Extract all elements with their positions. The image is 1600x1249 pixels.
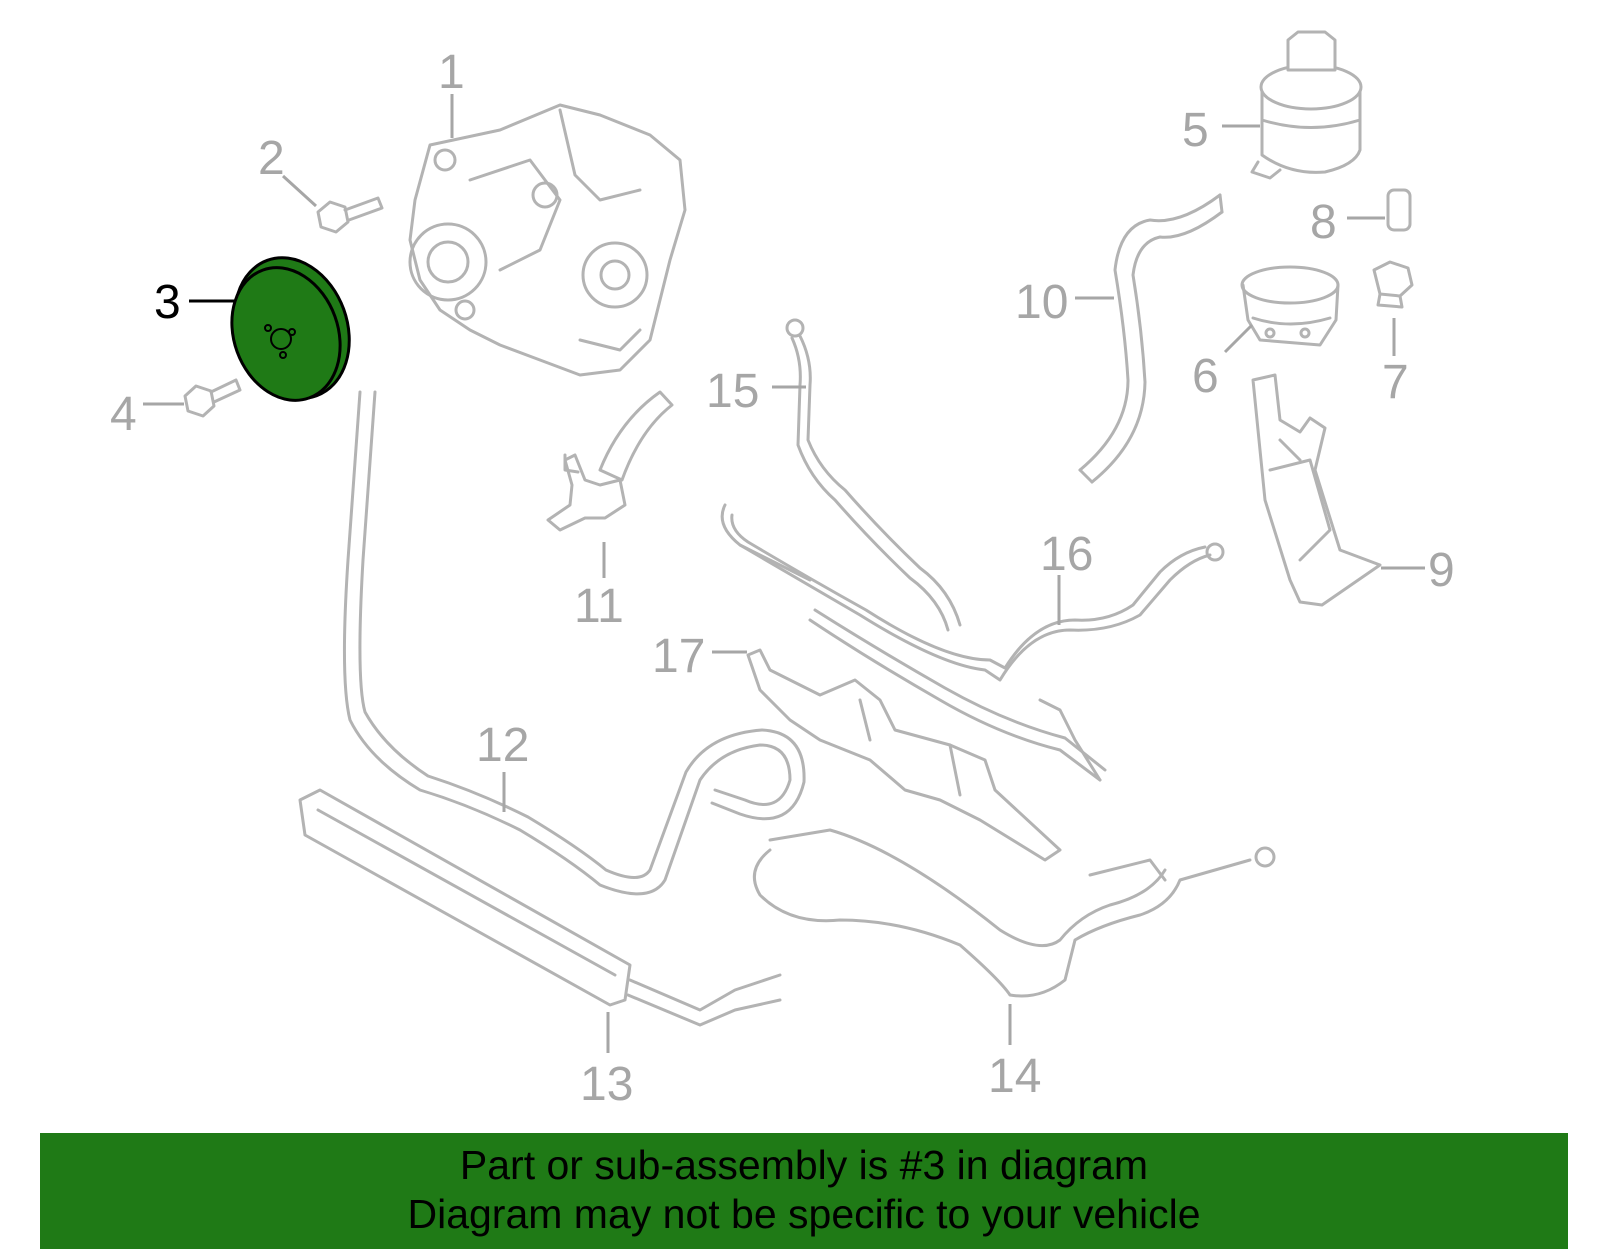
callout-12: 12: [476, 719, 529, 772]
callout-1: 1: [438, 46, 465, 99]
callout-10: 10: [1015, 276, 1068, 329]
pressure-line-16: [720, 503, 1225, 682]
cooler-line-14: [752, 828, 1276, 998]
banner-line-2: Diagram may not be specific to your vehi…: [407, 1191, 1201, 1237]
bolt-4: [183, 378, 242, 418]
return-line: [808, 608, 1107, 782]
pulley-highlighted: [230, 256, 351, 402]
hose-15: [785, 318, 962, 632]
leader-6: [1223, 323, 1254, 354]
callout-5: 5: [1182, 104, 1209, 157]
callout-15: 15: [706, 365, 759, 418]
nut-7: [1372, 260, 1414, 309]
callout-17: 17: [652, 630, 705, 683]
hose-10: [1078, 193, 1224, 484]
bracket-9: [1251, 373, 1382, 607]
banner-line-1: Part or sub-assembly is #3 in diagram: [459, 1142, 1149, 1188]
hose-12: [342, 390, 806, 896]
reservoir: [1250, 30, 1363, 180]
callout-9: 9: [1428, 544, 1455, 597]
bracket-17: [746, 648, 1062, 862]
callout-6: 6: [1192, 350, 1219, 403]
parts-diagram: 1 2 3 4 5 8: [110, 30, 1455, 1111]
cooler-13: [298, 788, 782, 1027]
callout-14: 14: [988, 1050, 1041, 1103]
hose-fitting-11: [546, 390, 674, 532]
callout-8: 8: [1310, 196, 1337, 249]
power-steering-pump: [408, 103, 687, 377]
callout-4: 4: [110, 388, 137, 441]
leader-2: [281, 174, 318, 208]
callout-2: 2: [258, 132, 285, 185]
callout-3: 3: [154, 276, 181, 329]
callout-11: 11: [574, 580, 624, 633]
info-banner: Part or sub-assembly is #3 in diagram Di…: [40, 1133, 1568, 1249]
callout-13: 13: [580, 1058, 633, 1111]
cap-8: [1386, 188, 1412, 232]
mounting-bracket-6: [1240, 265, 1340, 347]
callout-7: 7: [1382, 356, 1409, 409]
bolt-2: [316, 196, 384, 234]
callout-16: 16: [1040, 528, 1093, 581]
